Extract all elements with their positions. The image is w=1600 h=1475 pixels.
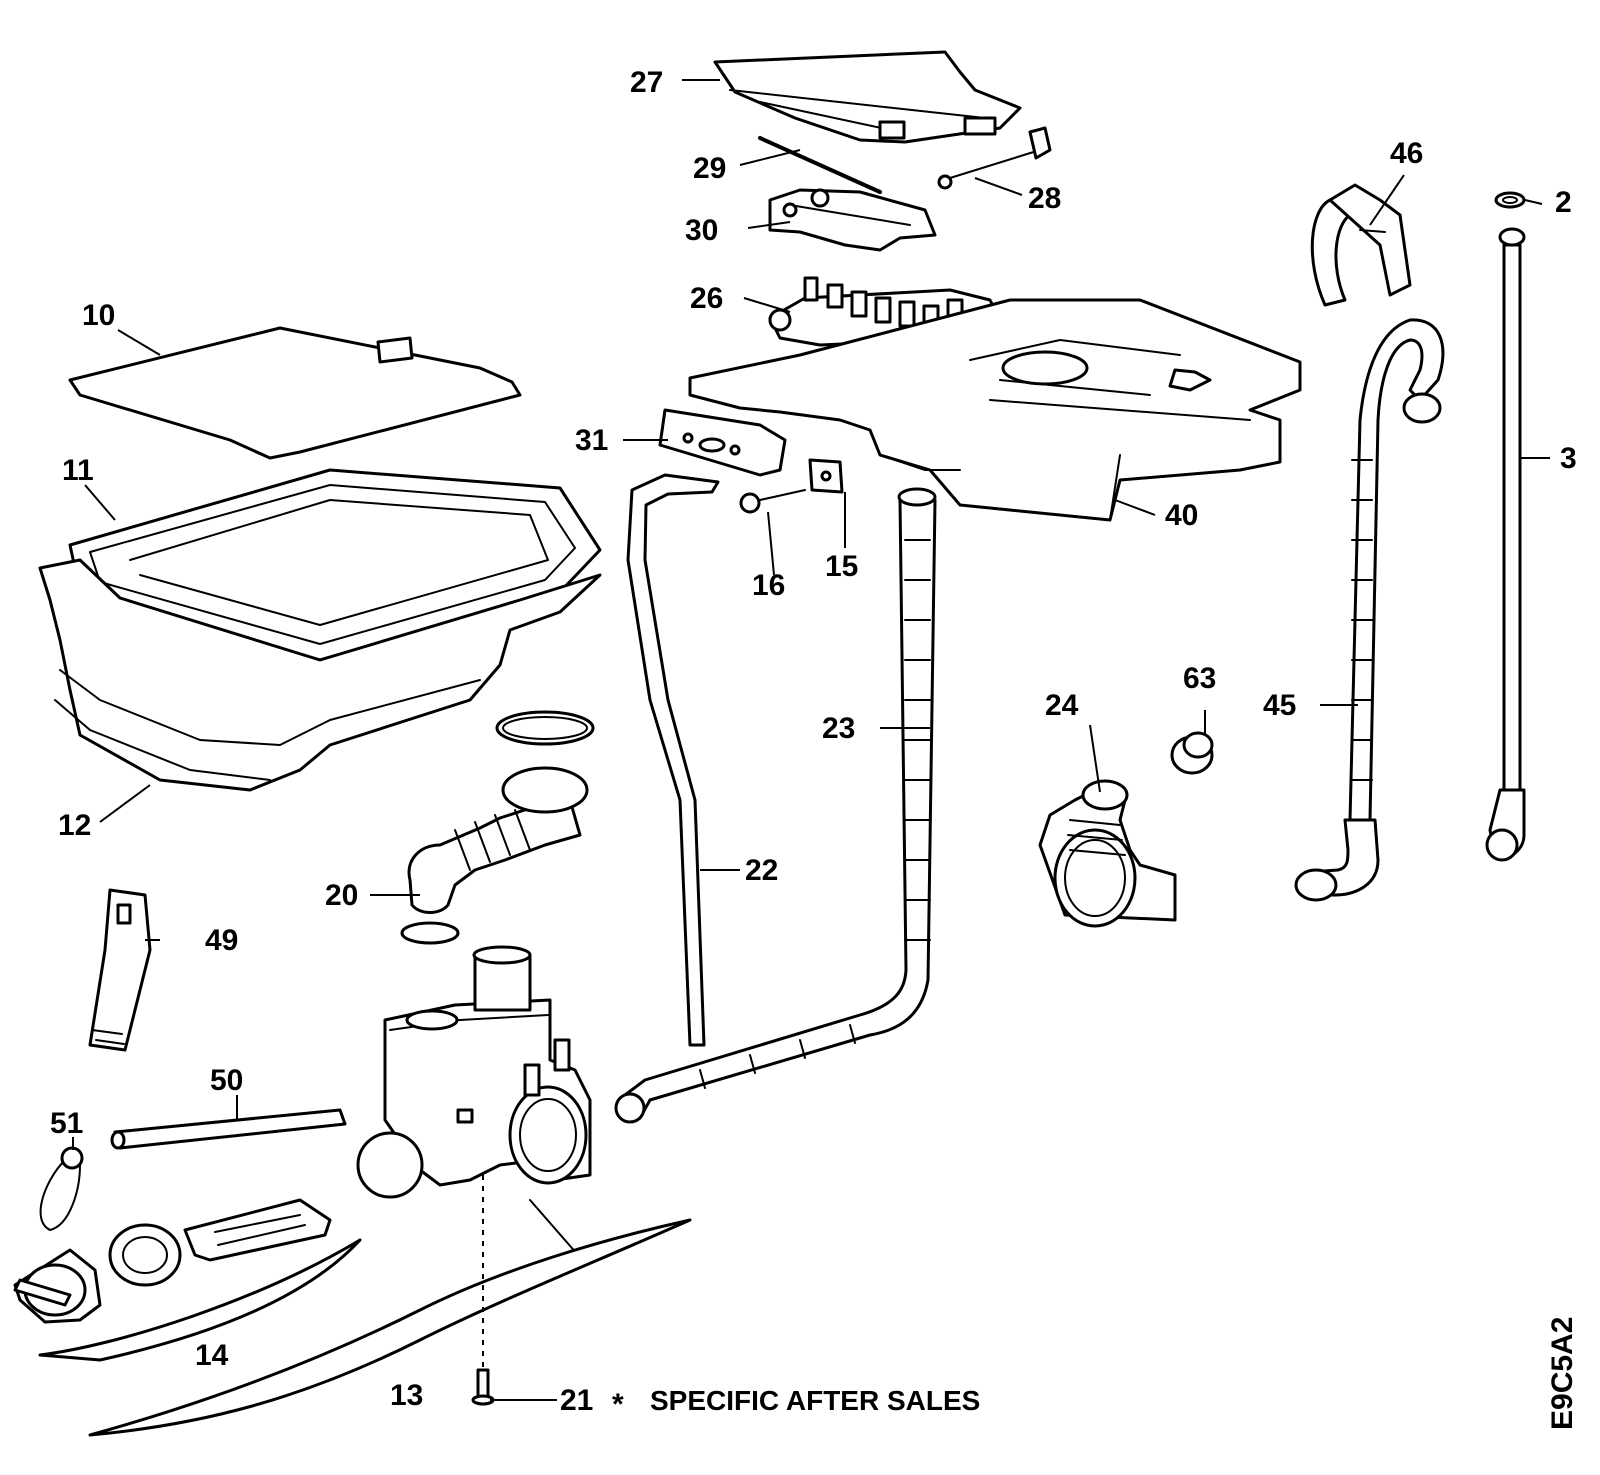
callout-29: 29 <box>693 152 726 185</box>
part-29-rod <box>758 136 882 194</box>
part-20-sump-hose <box>400 710 595 945</box>
part-16-screw <box>739 489 806 514</box>
part-63-plug <box>1170 731 1214 775</box>
callout-24: 24 <box>1045 689 1079 722</box>
callout-28: 28 <box>1028 182 1061 215</box>
part-21-screw <box>471 1175 495 1406</box>
part-40-control-frame <box>688 298 1302 522</box>
part-50-drain-tube <box>110 1108 347 1150</box>
callout-50: 50 <box>210 1064 243 1097</box>
callout-13: 13 <box>390 1379 423 1412</box>
callout-2: 2 <box>1555 186 1572 219</box>
callout-30: 30 <box>685 214 718 247</box>
part-23-drain-hose <box>614 487 937 1124</box>
footnote-text: SPECIFIC AFTER SALES <box>650 1385 980 1416</box>
part-14-filter-assembly <box>13 1198 362 1362</box>
callout-12: 12 <box>58 809 91 842</box>
part-12-tub-body <box>38 558 602 792</box>
footnote-asterisk: * <box>612 1388 624 1421</box>
part-22-hose <box>626 473 720 1047</box>
part-28-pin <box>937 126 1052 190</box>
part-31-bracket <box>658 408 787 477</box>
part-15-clip-nut <box>808 458 844 494</box>
drawing-code: E9C5A2 <box>1546 1317 1579 1430</box>
part-2-washer <box>1494 191 1526 209</box>
callout-14: 14 <box>195 1339 229 1372</box>
callout-11: 11 <box>62 454 94 487</box>
callout-26: 26 <box>690 282 723 315</box>
part-30-switch-bracket <box>768 188 937 252</box>
part-13-pump-housing <box>88 945 692 1437</box>
callout-20: 20 <box>325 879 358 912</box>
callout-23: 23 <box>822 712 855 745</box>
callout-31: 31 <box>575 424 608 457</box>
callout-21: 21 <box>560 1384 593 1417</box>
callout-49: 49 <box>205 924 238 957</box>
part-51-cap-cord <box>39 1146 84 1231</box>
callout-51: 51 <box>50 1107 83 1140</box>
callout-3: 3 <box>1560 442 1577 475</box>
part-49-filter-brush <box>88 888 152 1052</box>
part-27-top-cover <box>713 50 1022 144</box>
callout-15: 15 <box>825 550 858 583</box>
callout-27: 27 <box>630 66 663 99</box>
callout-40: 40 <box>1165 499 1198 532</box>
leader-lines <box>72 79 1550 1401</box>
callout-10: 10 <box>82 299 115 332</box>
part-45-inlet-hose <box>1294 318 1445 902</box>
part-24-bellows-connector <box>1038 779 1177 928</box>
callout-22: 22 <box>745 854 778 887</box>
part-3-fill-hose <box>1485 227 1526 862</box>
callout-45: 45 <box>1263 689 1296 722</box>
callout-46: 46 <box>1390 137 1423 170</box>
callout-63: 63 <box>1183 662 1216 695</box>
callout-16: 16 <box>752 569 785 602</box>
part-10-lid <box>68 326 522 460</box>
part-46-hose-bracket <box>1310 183 1412 307</box>
